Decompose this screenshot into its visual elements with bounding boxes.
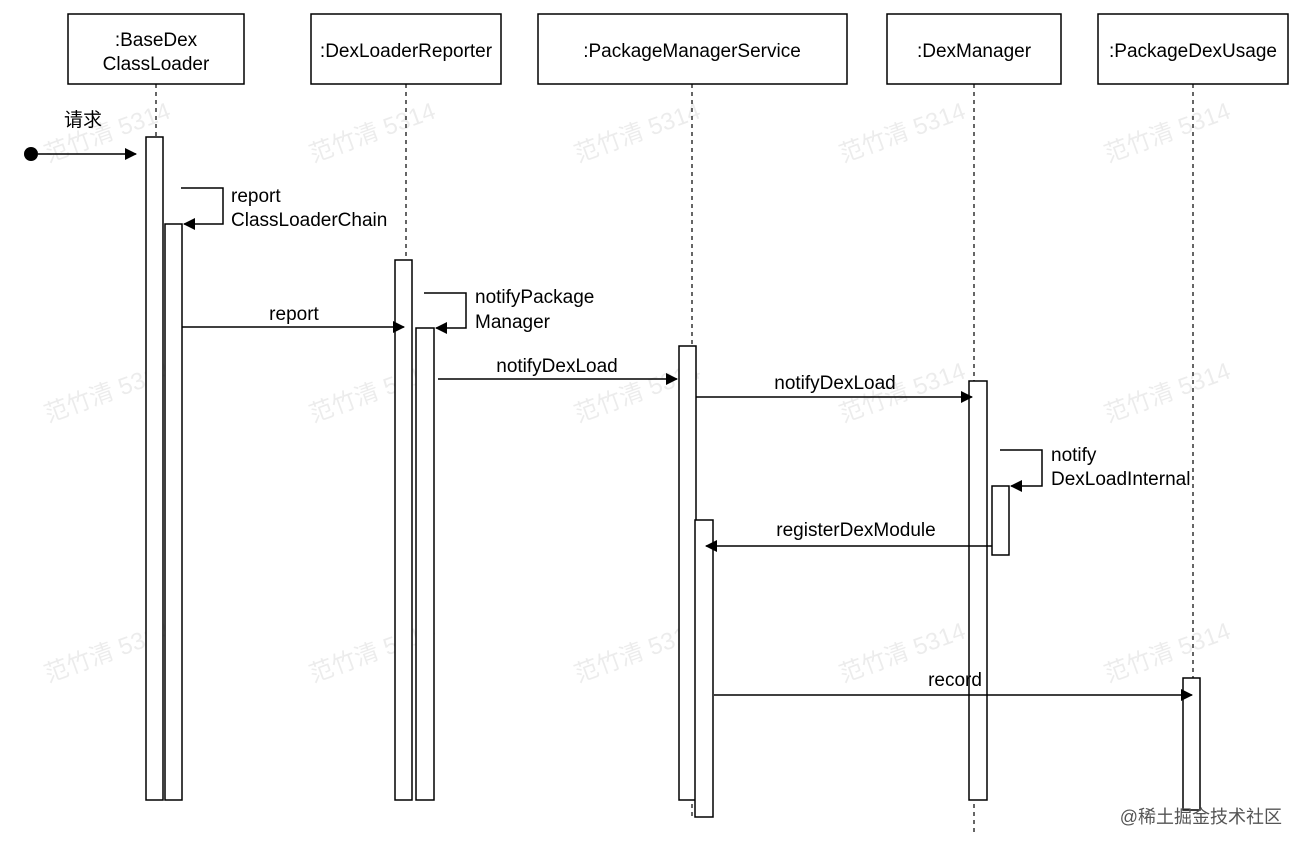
message-register-dex-module: registerDexModule [705,520,992,552]
activation-reporter [394,259,413,801]
watermark-text: 范竹清 5314 [571,98,704,169]
activation-basedex-nested [164,223,183,801]
participant-label: ClassLoader [103,54,210,75]
watermark-text: 范竹清 5314 [1101,358,1234,429]
participant-box [886,13,1062,85]
watermark-text: 范竹清 5314 [1101,98,1234,169]
participant-usage: :PackageDexUsage [1097,13,1289,85]
participant-label: :BaseDex [115,30,198,51]
participant-reporter: :DexLoaderReporter [310,13,502,85]
message-arrow [424,292,467,334]
watermark-text: 范竹清 5314 [1101,618,1234,689]
participant-basedex: :BaseDex ClassLoader [67,13,245,85]
message-arrow [181,187,224,230]
message-label: ClassLoaderChain [231,210,387,231]
participant-pms: :PackageManagerService [537,13,848,85]
participant-label: :DexLoaderReporter [320,41,493,62]
message-arrow [1000,449,1043,492]
participant-label: :PackageDexUsage [1109,41,1277,62]
participant-box [537,13,848,85]
watermark-layer: 范竹清 5314 范竹清 5314 范竹清 5314 范竹清 5314 范竹清 5314… [41,98,1234,689]
lifelines [155,84,1194,835]
participant-box [67,13,245,85]
message-label: 请求 [64,109,102,131]
activation-reporter-nested [415,327,435,801]
participant-label: :PackageManagerService [583,41,801,62]
message-label: report [269,304,319,325]
message-notify-dex-load-internal: notify DexLoadInternal [1000,445,1190,492]
site-credit: @稀土掘金技术社区 [1120,807,1282,827]
activation-pms-nested [694,519,714,818]
watermark-text: 范竹清 5314 [306,98,439,169]
participant-box [310,13,502,85]
message-label: notifyPackage [475,287,594,308]
activation-basedex [145,136,164,801]
message-label: record [928,670,982,691]
message-label: notify [1051,445,1097,466]
message-notify-dex-load-2: notifyDexLoad [696,373,973,403]
message-label: registerDexModule [776,520,935,541]
message-label: notifyDexLoad [774,373,895,394]
activation-dexmanager [968,380,988,801]
participant-box [1097,13,1289,85]
participant-label: :DexManager [917,41,1032,62]
participant-dexmanager: :DexManager [886,13,1062,85]
activation-pms [678,345,697,801]
message-label: DexLoadInternal [1051,469,1190,490]
message-request: 请求 [24,109,137,161]
activation-usage [1182,677,1201,811]
message-report: report [182,304,405,333]
message-notify-dex-load-1: notifyDexLoad [438,356,678,385]
message-label: Manager [475,312,551,333]
message-label: report [231,186,281,207]
start-dot [24,147,38,161]
watermark-text: 范竹清 5314 [836,98,969,169]
activation-dexmanager-nested [991,485,1010,556]
message-report-chain: report ClassLoaderChain [181,186,387,231]
message-record: record [714,670,1193,701]
message-notify-package-manager: notifyPackage Manager [424,287,594,334]
activations [145,136,1201,818]
message-label: notifyDexLoad [496,356,617,377]
